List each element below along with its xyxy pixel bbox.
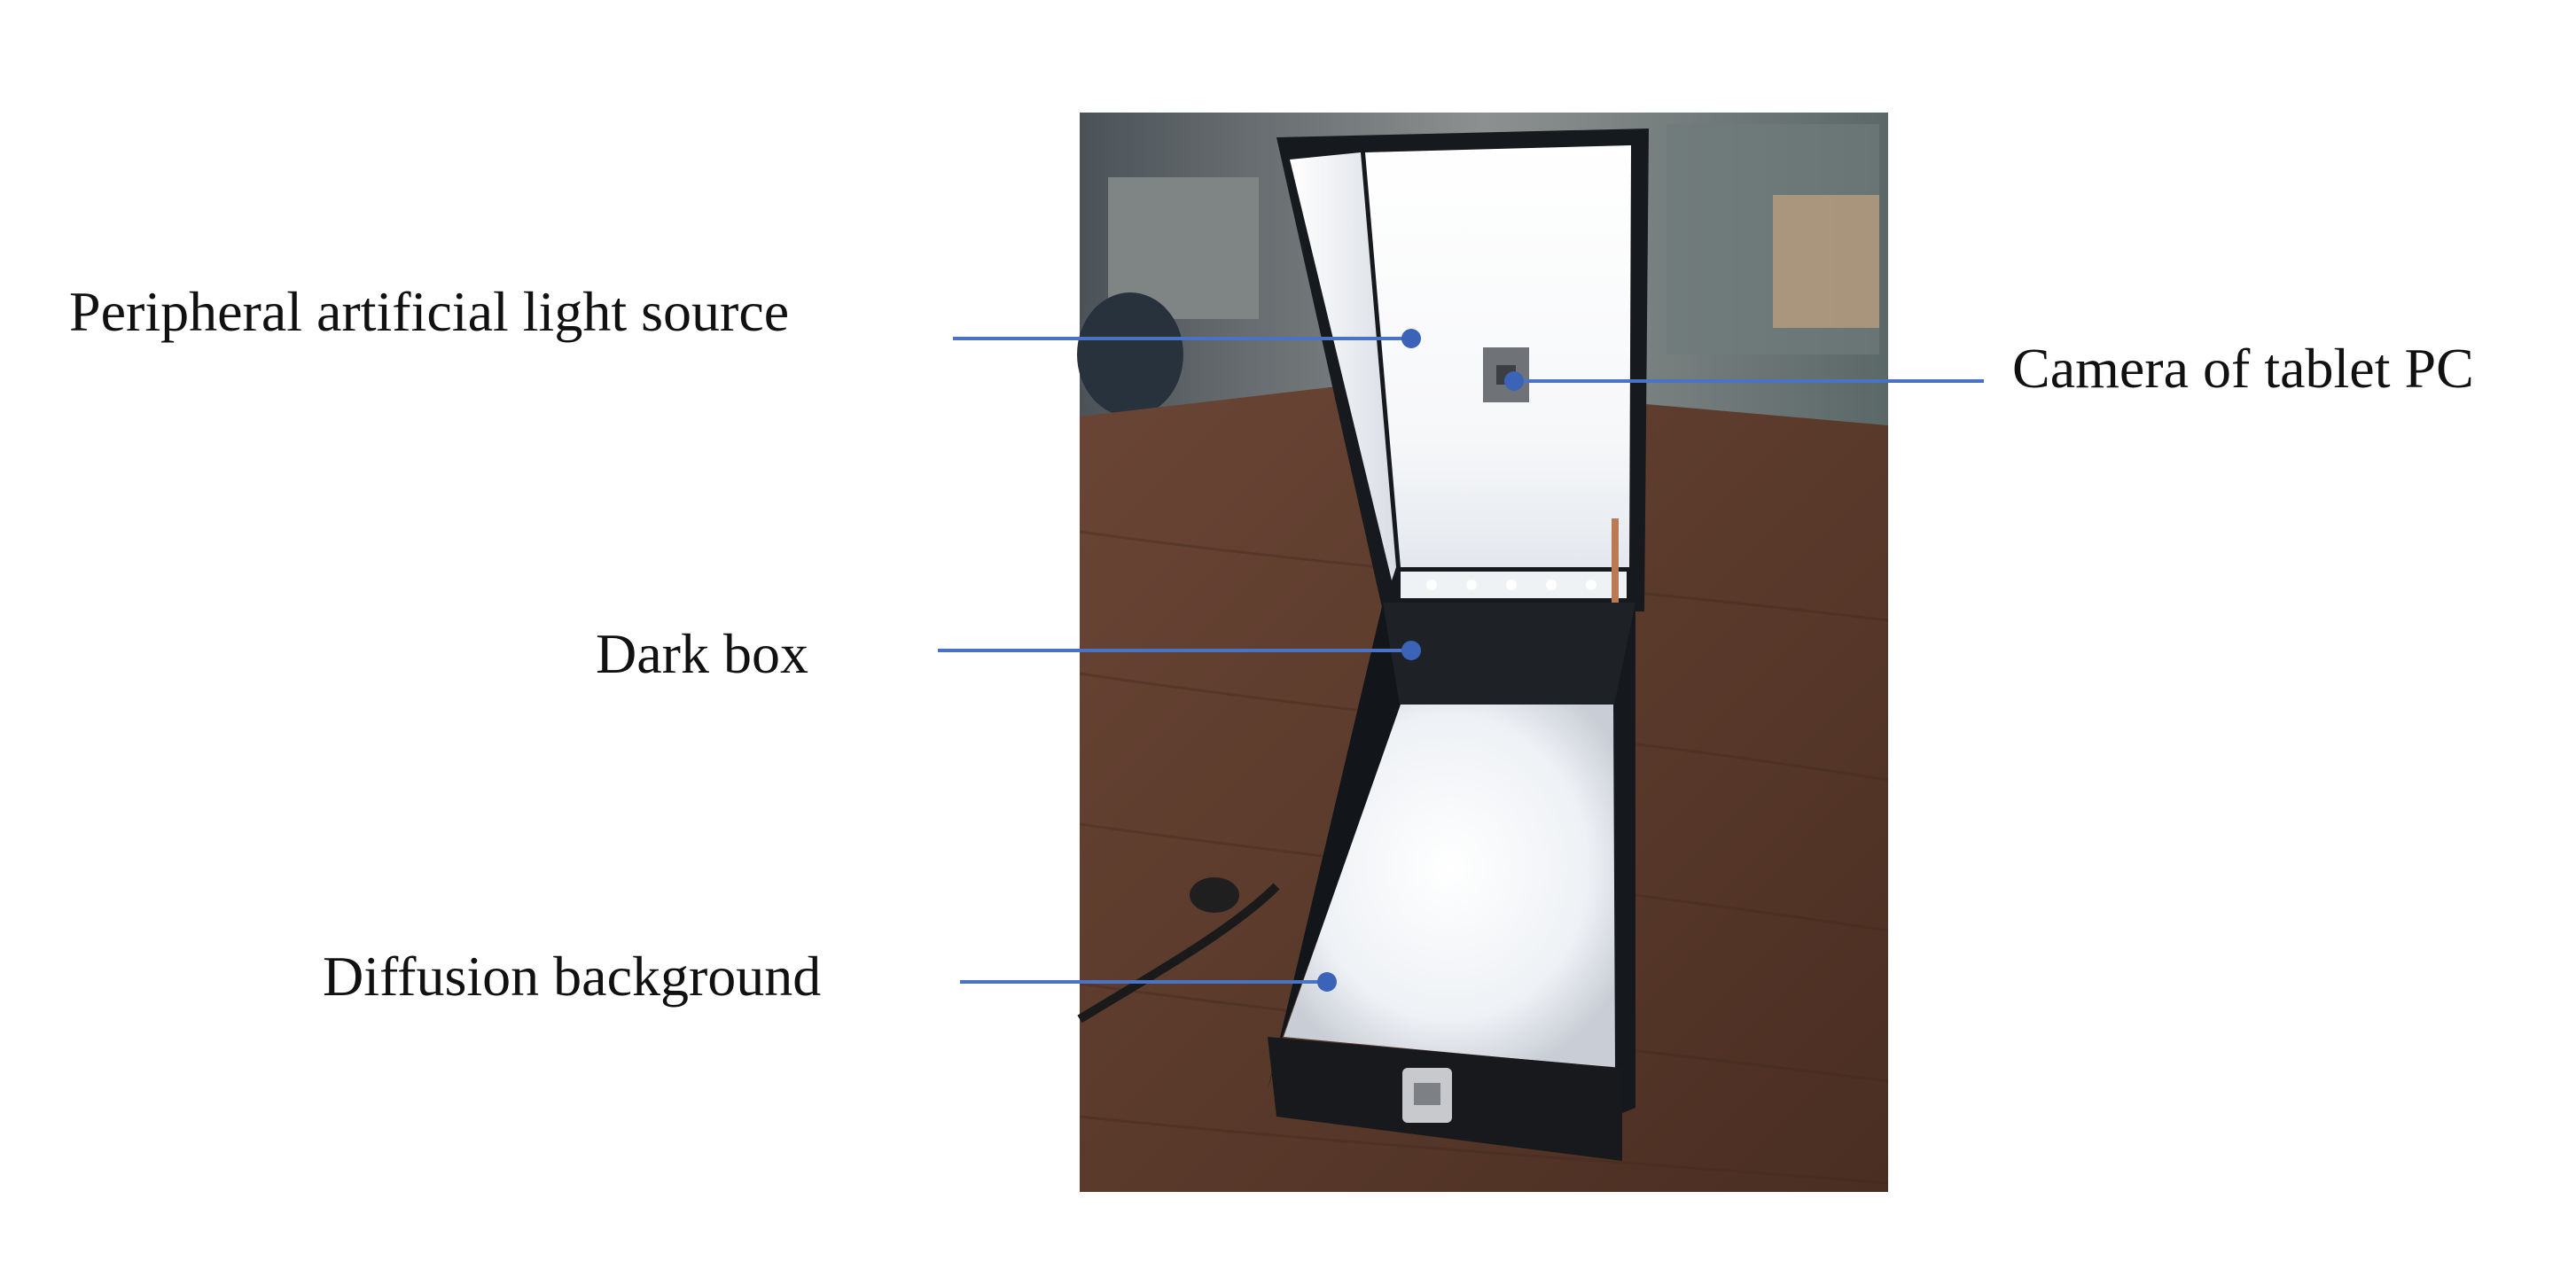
led-dots [1426,580,1596,590]
label-diffusion-background: Diffusion background [323,945,822,1008]
power-cable [1077,883,1280,1024]
leader-lines [938,329,1984,992]
dark-box [1268,128,1649,1161]
box-latch-inner [1414,1083,1440,1105]
marker-dot-camera [1504,371,1524,391]
cable-plug [1190,877,1239,913]
marker-dot-darkbox [1401,641,1421,660]
box-left-wall [1268,603,1401,1090]
diffusion-floor [1284,705,1615,1068]
room-chair [1077,292,1183,417]
label-peripheral-light-source: Peripheral artificial light source [69,280,790,343]
photograph [1077,113,1889,1192]
box-back-wall [1383,603,1635,709]
label-camera-of-tablet: Camera of tablet PC [2012,337,2474,400]
marker-dot-light [1401,329,1421,348]
box-right-wall [1613,603,1635,1117]
label-dark-box: Dark box [596,622,808,685]
lid-side-panel [1290,152,1396,580]
marker-dot-diffusion [1317,972,1337,992]
room-boxes [1773,195,1879,328]
